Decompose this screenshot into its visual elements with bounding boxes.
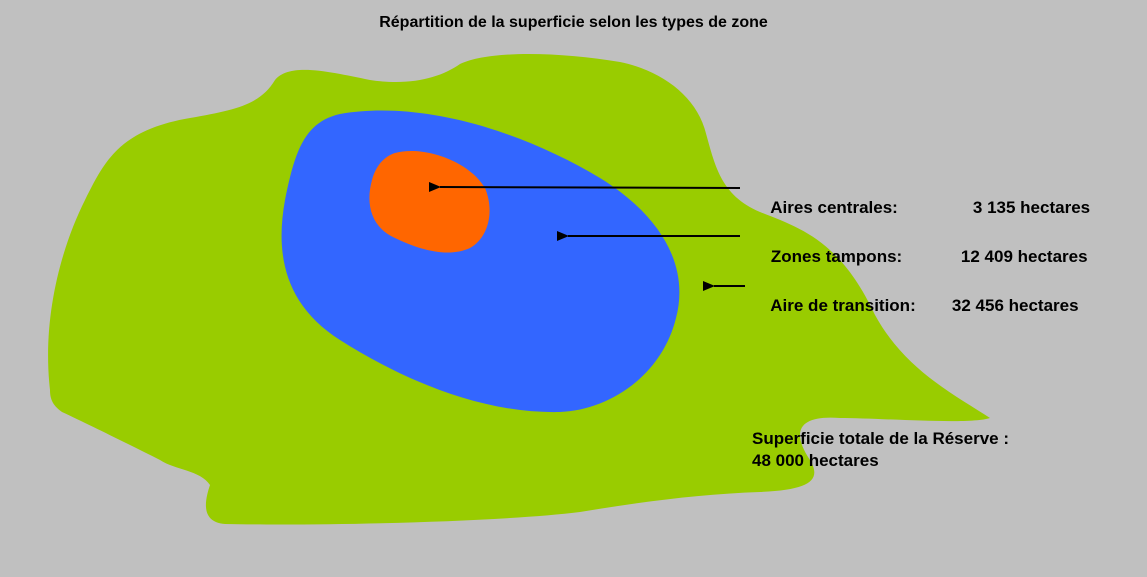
label-transition-area: Aire de transition:: [752, 276, 916, 336]
core-area-name: Aires centrales:: [770, 198, 898, 217]
label-core-area: Aires centrales:: [752, 178, 898, 238]
transition-area-value: 32 456 hectares: [951, 296, 1079, 315]
total-area-block: Superficie totale de la Réserve : 48 000…: [752, 428, 1009, 472]
core-area-value-wrap: 3 135 hectares: [954, 178, 1090, 238]
transition-area-value-wrap: 32 456 hectares: [933, 276, 1079, 336]
arrow-core: [428, 181, 741, 192]
label-buffer-zone: Zones tampons:: [752, 227, 902, 287]
total-area-value: 48 000 hectares: [752, 451, 879, 470]
core-area-value: 3 135 hectares: [972, 198, 1091, 217]
transition-area-name: Aire de transition:: [770, 296, 916, 315]
buffer-zone-value: 12 409 hectares: [960, 247, 1088, 266]
buffer-zone-value-wrap: 12 409 hectares: [942, 227, 1088, 287]
core-area-shape: [369, 151, 490, 253]
buffer-zone-name: Zones tampons:: [770, 247, 903, 266]
total-area-label: Superficie totale de la Réserve :: [752, 429, 1009, 448]
diagram-title: Répartition de la superficie selon les t…: [379, 14, 768, 31]
